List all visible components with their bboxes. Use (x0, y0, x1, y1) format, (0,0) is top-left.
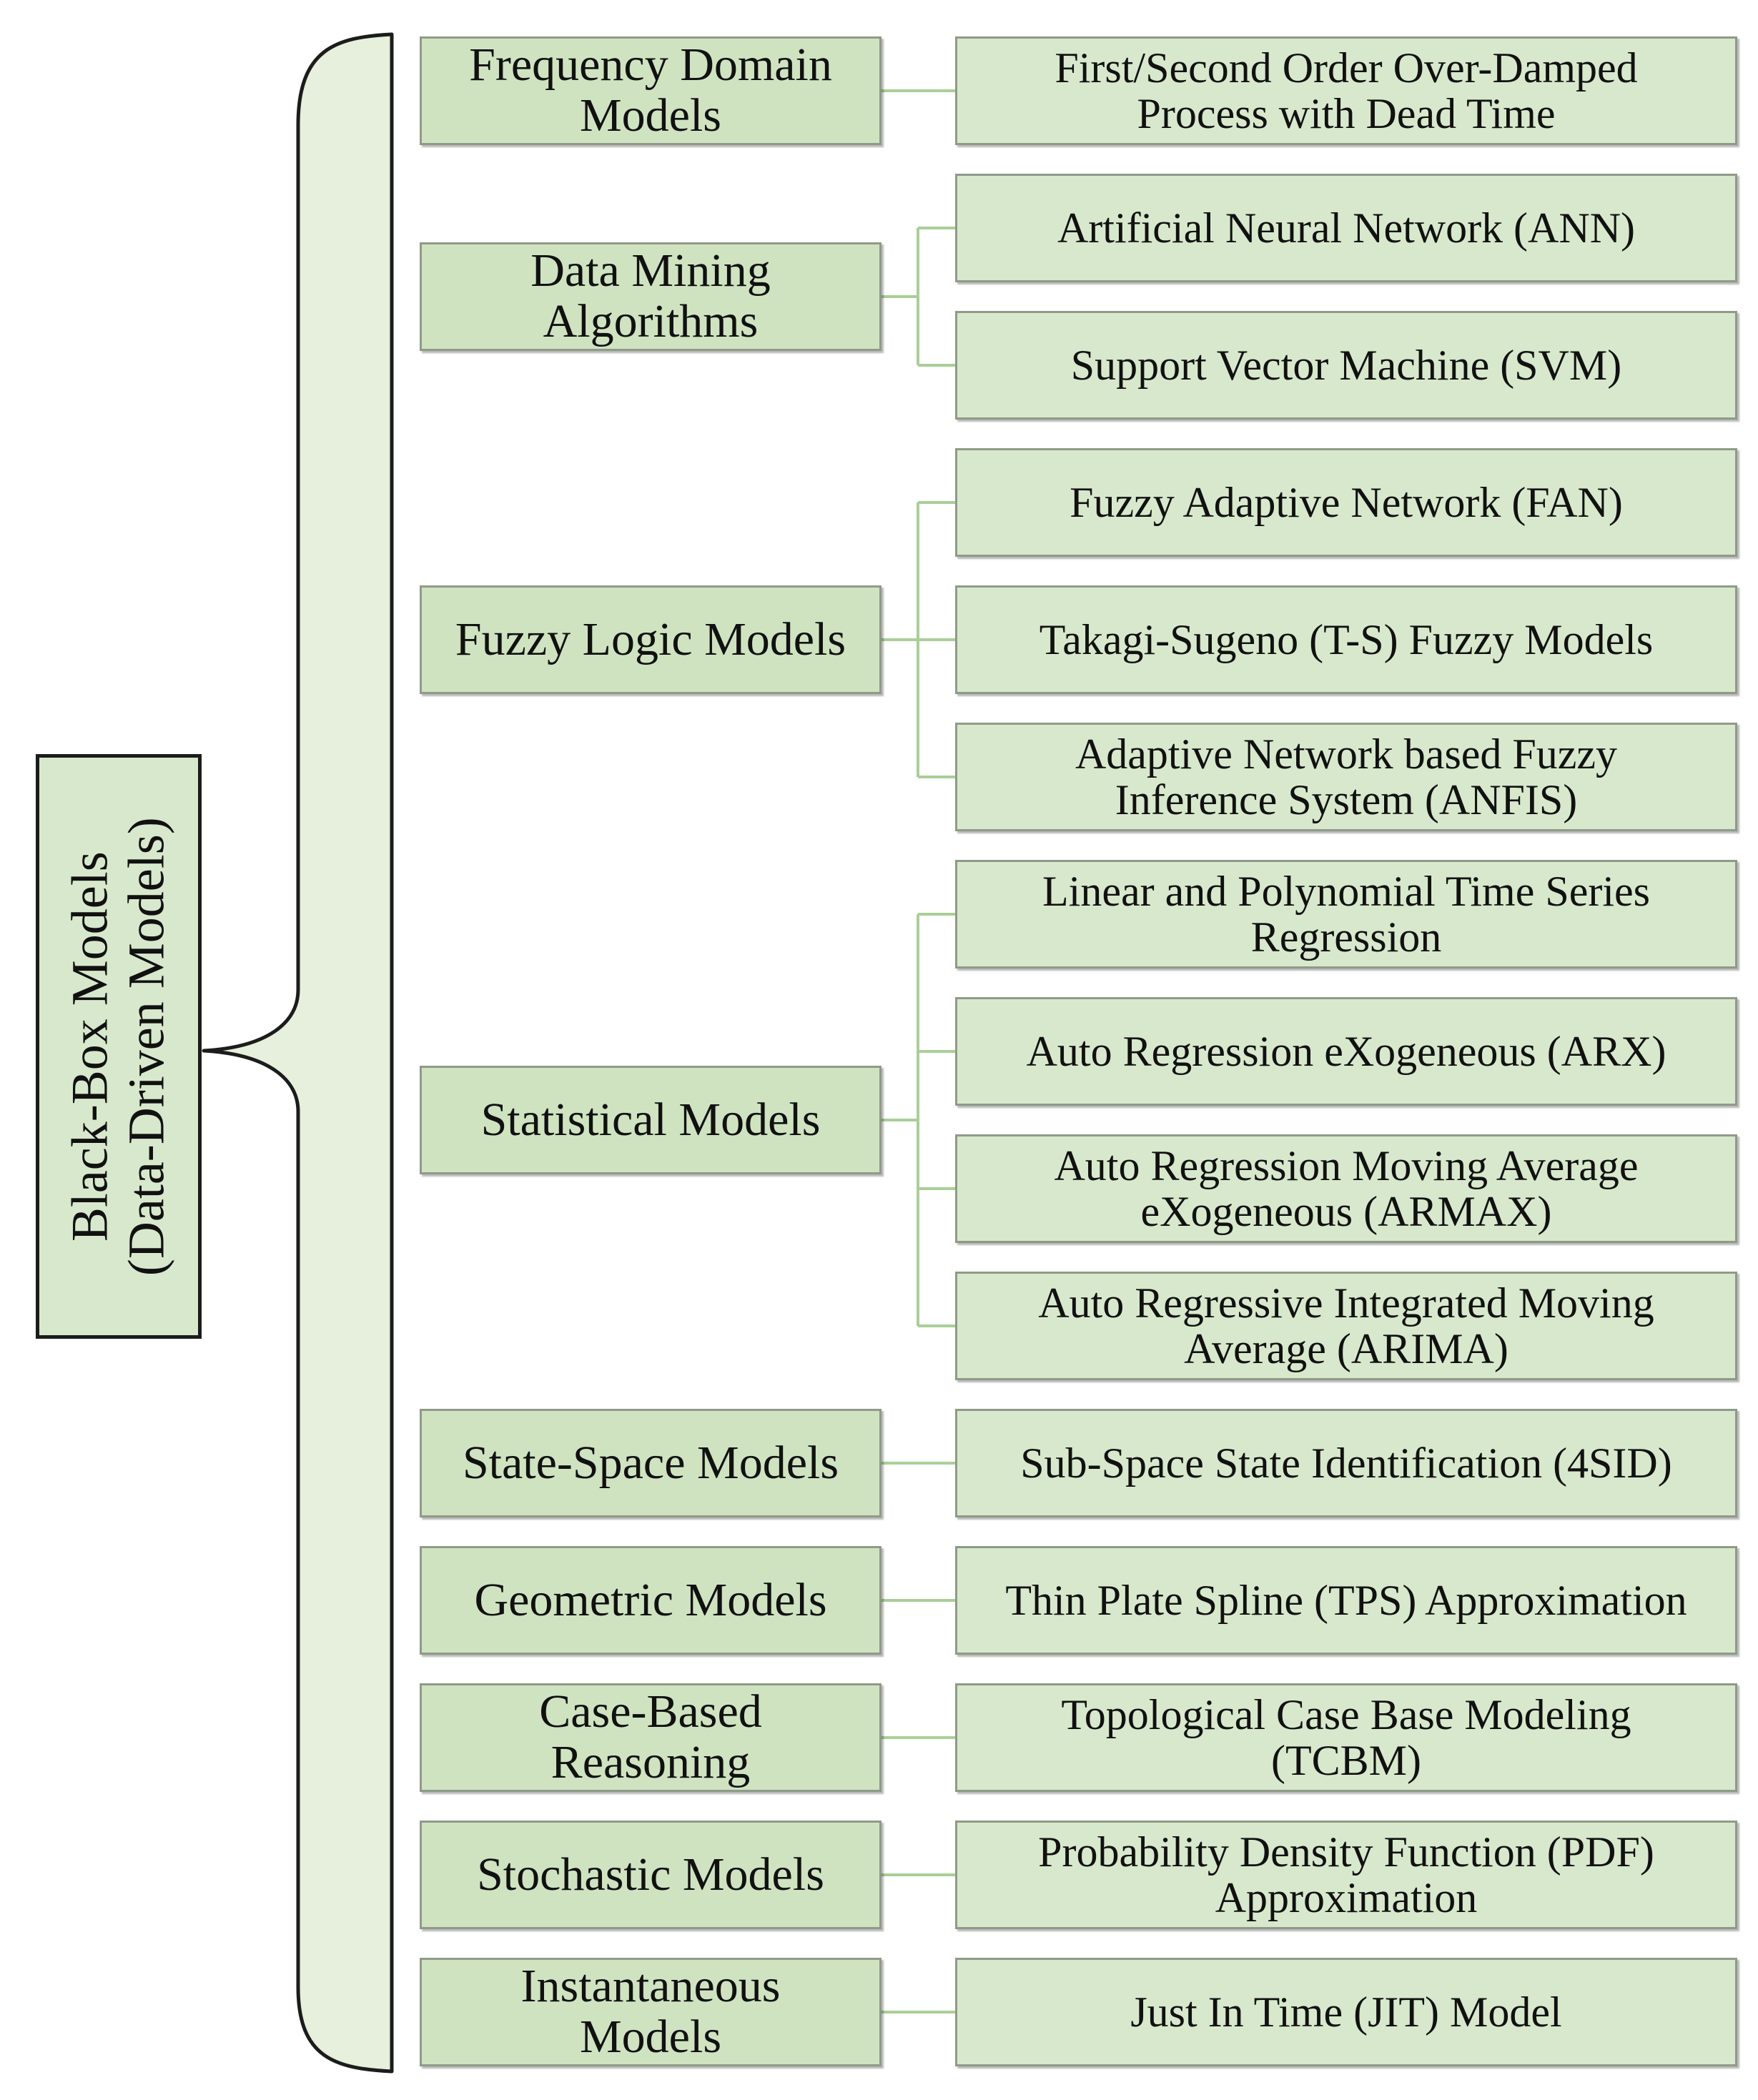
leaf-topological-case-base-modeling-tcbm-label: Topological Case Base Modeling(TCBM) (1061, 1690, 1631, 1784)
category-stochastic-models-label: Stochastic Models (477, 1848, 824, 1901)
leaf-support-vector-machine-svm: Support Vector Machine (SVM) (955, 311, 1737, 420)
leaf-thin-plate-spline-tps-approximation-label: Thin Plate Spline (TPS) Approximation (1005, 1578, 1687, 1623)
leaf-just-in-time-jit-model: Just In Time (JIT) Model (955, 1958, 1737, 2066)
leaf-auto-regression-moving-average-exogeneous-armax-line-2: eXogeneous (ARMAX) (1140, 1188, 1552, 1235)
leaf-takagi-sugeno-t-s-fuzzy-models: Takagi-Sugeno (T-S) Fuzzy Models (955, 585, 1737, 694)
leaf-topological-case-base-modeling-tcbm-line-1: Topological Case Base Modeling (1061, 1690, 1631, 1738)
leaf-just-in-time-jit-model-label: Just In Time (JIT) Model (1130, 1989, 1561, 2035)
category-state-space-models-line-1: State-Space Models (462, 1436, 839, 1489)
leaf-takagi-sugeno-t-s-fuzzy-models-line-1: Takagi-Sugeno (T-S) Fuzzy Models (1039, 615, 1654, 663)
category-statistical-models: Statistical Models (420, 1066, 882, 1174)
leaf-auto-regressive-integrated-moving-average-arima-line-2: Average (ARIMA) (1184, 1325, 1508, 1372)
leaf-linear-and-polynomial-time-series-regression-line-1: Linear and Polynomial Time Series (1042, 867, 1650, 915)
leaf-probability-density-function-pdf-approximation-line-2: Approximation (1215, 1874, 1478, 1921)
leaf-auto-regressive-integrated-moving-average-arima-line-1: Auto Regressive Integrated Moving (1038, 1279, 1654, 1327)
category-case-based-reasoning-line-2: Reasoning (550, 1736, 751, 1788)
root-label: Black-Box Models (Data-Driven Models) (61, 817, 175, 1276)
leaf-topological-case-base-modeling-tcbm: Topological Case Base Modeling(TCBM) (955, 1683, 1737, 1792)
leaf-auto-regression-exogeneous-arx: Auto Regression eXogeneous (ARX) (955, 997, 1737, 1106)
category-frequency-domain-models-line-1: Frequency Domain (469, 39, 832, 91)
category-state-space-models-label: State-Space Models (462, 1436, 839, 1489)
leaf-just-in-time-jit-model-line-1: Just In Time (JIT) Model (1130, 1988, 1562, 2036)
root-box: Black-Box Models (Data-Driven Models) (36, 754, 202, 1339)
leaf-adaptive-network-based-fuzzy-inference-system-anfis-line-1: Adaptive Network based Fuzzy (1075, 730, 1618, 778)
category-case-based-reasoning-line-1: Case-Based (539, 1685, 762, 1738)
category-geometric-models: Geometric Models (420, 1546, 882, 1655)
category-stochastic-models: Stochastic Models (420, 1821, 882, 1929)
category-data-mining-algorithms-line-2: Algorithms (543, 295, 759, 347)
leaf-takagi-sugeno-t-s-fuzzy-models-label: Takagi-Sugeno (T-S) Fuzzy Models (1040, 617, 1653, 663)
category-statistical-models-line-1: Statistical Models (480, 1093, 821, 1146)
connector-lines (882, 89, 955, 2014)
leaf-linear-and-polynomial-time-series-regression-line-2: Regression (1250, 913, 1442, 961)
leaf-sub-space-state-identification-4sid: Sub-Space State Identification (4SID) (955, 1409, 1737, 1517)
leaf-thin-plate-spline-tps-approximation-line-1: Thin Plate Spline (TPS) Approximation (1005, 1576, 1687, 1624)
leaf-fuzzy-adaptive-network-fan: Fuzzy Adaptive Network (FAN) (955, 448, 1737, 557)
root-brace (202, 32, 394, 2074)
category-state-space-models: State-Space Models (420, 1409, 882, 1517)
leaf-first-second-order-over-damped-process-with-dead-time-line-1: First/Second Order Over-Damped (1055, 44, 1638, 91)
root-label-line2: (Data-Driven Models) (118, 817, 175, 1276)
leaf-probability-density-function-pdf-approximation-line-1: Probability Density Function (PDF) (1038, 1828, 1654, 1876)
leaf-support-vector-machine-svm-label: Support Vector Machine (SVM) (1071, 342, 1621, 388)
leaf-auto-regression-moving-average-exogeneous-armax-line-1: Auto Regression Moving Average (1054, 1141, 1639, 1189)
category-instantaneous-models-line-1: Instantaneous (520, 1960, 781, 2013)
leaf-topological-case-base-modeling-tcbm-line-2: (TCBM) (1270, 1737, 1421, 1784)
leaf-artificial-neural-network-ann-label: Artificial Neural Network (ANN) (1057, 205, 1635, 251)
category-stochastic-models-line-1: Stochastic Models (477, 1848, 824, 1901)
leaf-fuzzy-adaptive-network-fan-line-1: Fuzzy Adaptive Network (FAN) (1070, 478, 1623, 526)
leaf-fuzzy-adaptive-network-fan-label: Fuzzy Adaptive Network (FAN) (1070, 480, 1623, 525)
leaf-auto-regression-exogeneous-arx-line-1: Auto Regression eXogeneous (ARX) (1026, 1027, 1666, 1075)
category-fuzzy-logic-models: Fuzzy Logic Models (420, 585, 882, 694)
category-data-mining-algorithms-line-1: Data Mining (530, 244, 771, 297)
category-frequency-domain-models-line-2: Models (579, 89, 721, 142)
leaf-artificial-neural-network-ann: Artificial Neural Network (ANN) (955, 174, 1737, 282)
leaf-first-second-order-over-damped-process-with-dead-time-line-2: Process with Dead Time (1137, 90, 1556, 137)
leaf-probability-density-function-pdf-approximation: Probability Density Function (PDF)Approx… (955, 1821, 1737, 1929)
category-geometric-models-line-1: Geometric Models (474, 1573, 827, 1626)
category-geometric-models-label: Geometric Models (474, 1575, 826, 1626)
category-instantaneous-models-line-2: Models (580, 2011, 721, 2063)
leaf-artificial-neural-network-ann-line-1: Artificial Neural Network (ANN) (1057, 204, 1636, 252)
leaf-thin-plate-spline-tps-approximation: Thin Plate Spline (TPS) Approximation (955, 1546, 1737, 1655)
category-statistical-models-label: Statistical Models (480, 1093, 821, 1146)
leaf-sub-space-state-identification-4sid-label: Sub-Space State Identification (4SID) (1020, 1440, 1671, 1486)
category-fuzzy-logic-models-line-1: Fuzzy Logic Models (455, 613, 846, 665)
leaf-probability-density-function-pdf-approximation-label: Probability Density Function (PDF)Approx… (1038, 1829, 1654, 1921)
leaf-sub-space-state-identification-4sid-line-1: Sub-Space State Identification (4SID) (1020, 1439, 1672, 1487)
leaf-adaptive-network-based-fuzzy-inference-system-anfis-line-2: Inference System (ANFIS) (1115, 776, 1578, 823)
leaf-auto-regression-exogeneous-arx-label: Auto Regression eXogeneous (ARX) (1027, 1029, 1666, 1074)
category-fuzzy-logic-models-label: Fuzzy Logic Models (455, 613, 846, 665)
root-label-line1: Black-Box Models (61, 851, 119, 1242)
leaf-support-vector-machine-svm-line-1: Support Vector Machine (SVM) (1070, 341, 1622, 389)
